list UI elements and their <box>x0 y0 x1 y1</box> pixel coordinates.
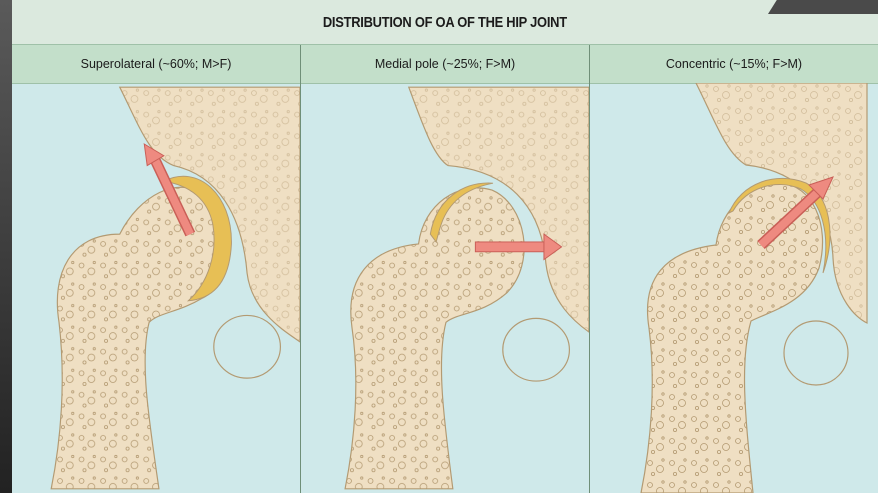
header-superolateral: Superolateral (~60%; M>F) <box>12 45 301 83</box>
panel-superolateral <box>12 83 301 493</box>
title-bar: DISTRIBUTION OF OA OF THE HIP JOINT <box>12 0 878 44</box>
obturator-foramen <box>784 321 848 385</box>
figure-title: DISTRIBUTION OF OA OF THE HIP JOINT <box>323 14 567 31</box>
column-headers: Superolateral (~60%; M>F) Medial pole (~… <box>12 44 878 84</box>
obturator-foramen <box>214 315 281 378</box>
header-concentric: Concentric (~15%; F>M) <box>590 45 878 83</box>
hip-diagram-superolateral <box>12 83 300 493</box>
hip-diagram-concentric <box>590 83 878 493</box>
diagram-panels <box>12 83 878 493</box>
panel-concentric <box>590 83 878 493</box>
header-medial-pole: Medial pole (~25%; F>M) <box>301 45 590 83</box>
slide-left-edge <box>0 0 12 493</box>
figure-frame: DISTRIBUTION OF OA OF THE HIP JOINT Supe… <box>12 0 878 493</box>
hip-diagram-medial-pole <box>301 83 589 493</box>
slide-corner-tab <box>768 0 878 14</box>
obturator-foramen <box>503 318 570 381</box>
panel-medial-pole <box>301 83 590 493</box>
